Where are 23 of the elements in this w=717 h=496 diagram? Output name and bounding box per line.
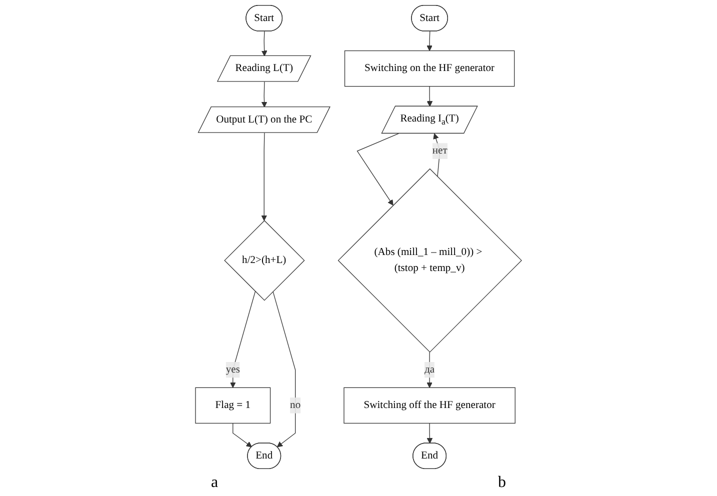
arrow: [433, 133, 440, 178]
arrow: [261, 81, 268, 108]
arrow: [272, 291, 296, 448]
edge-label: no: [290, 400, 301, 411]
arrow: [426, 30, 432, 52]
arrow: [426, 422, 433, 444]
arrow: [356, 133, 399, 206]
panel-label: a: [210, 474, 218, 493]
edge-label: да: [424, 364, 435, 376]
arrow: [230, 291, 256, 388]
edge-label: нет: [432, 145, 448, 156]
node-box: Flag = 1: [195, 387, 271, 424]
edge-label: yes: [226, 364, 240, 376]
arrow: [232, 422, 252, 448]
arrow: [426, 86, 433, 107]
panel-label: b: [498, 474, 506, 493]
arrow: [261, 132, 268, 221]
arrow: [261, 30, 268, 56]
node-box: Switching off the HF generator: [344, 387, 516, 424]
node-diamond: (Abs (mill_1 – mill_0)) > (tstop + temp_v): [338, 168, 522, 353]
arrow: [426, 352, 432, 388]
node-box: Switching on the HF generator: [344, 50, 515, 87]
node-diamond: h/2>(h+L): [224, 220, 305, 301]
